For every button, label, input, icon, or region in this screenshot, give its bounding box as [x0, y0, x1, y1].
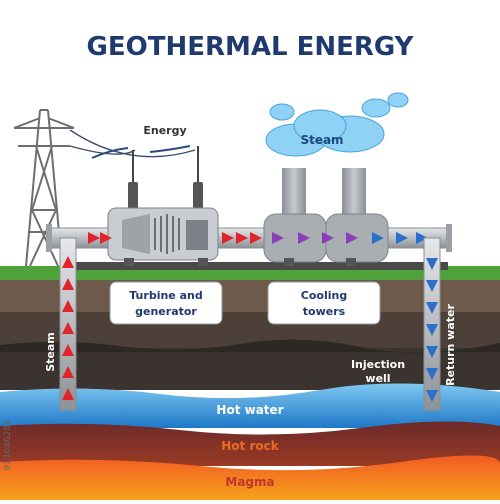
- energy-arrows: [91, 145, 191, 159]
- hot-water-layer: [0, 383, 500, 428]
- soil-layer-3: [0, 348, 500, 390]
- cooling-label-box: Cooling towers: [267, 281, 381, 325]
- energy-label: Energy: [143, 124, 186, 137]
- cooling-flow-arrows: [272, 232, 358, 244]
- turbine-label-line2: generator: [135, 305, 197, 318]
- soil-layer-2: [0, 312, 500, 348]
- hot-rock-label: Hot rock: [221, 439, 279, 453]
- ground-layers: [0, 266, 500, 500]
- return-water-label: Return water: [444, 304, 457, 386]
- injection-well-label-line2: well: [365, 372, 390, 385]
- power-lines: [69, 129, 196, 158]
- magma-layer: [0, 455, 500, 500]
- turbine-generator: [107, 207, 219, 266]
- steam-cloud-label: Steam: [300, 133, 343, 147]
- injection-well-arrows: [426, 258, 438, 402]
- turbine-label-line1: Turbine and: [129, 289, 202, 302]
- stock-id: 913646288: [3, 419, 13, 471]
- steam-flow-arrows-pipe: [88, 232, 262, 244]
- return-flow-arrows-pipe: [372, 232, 428, 244]
- hot-water-label: Hot water: [216, 403, 283, 417]
- plant-base: [64, 262, 448, 270]
- steam-side-label: Steam: [44, 332, 57, 372]
- hot-rock-layer: [0, 421, 500, 466]
- insulators: [128, 146, 203, 212]
- rock-wave-1: [0, 339, 500, 353]
- turbine-label-box: Turbine and generator: [109, 281, 223, 325]
- soil-layer-1: [0, 280, 500, 312]
- pipe-cap-left: [46, 224, 52, 252]
- pipe-cap-right: [446, 224, 452, 252]
- injection-well-label-line1: Injection: [351, 358, 405, 371]
- steam-cloud: [265, 92, 409, 157]
- production-well-arrows: [62, 256, 74, 400]
- magma-label: Magma: [225, 475, 274, 489]
- diagram-title: GEOTHERMAL ENERGY: [87, 32, 415, 62]
- cooling-label-line1: Cooling: [301, 289, 347, 302]
- cooling-label-line2: towers: [303, 305, 346, 318]
- cooling-towers: [263, 168, 389, 266]
